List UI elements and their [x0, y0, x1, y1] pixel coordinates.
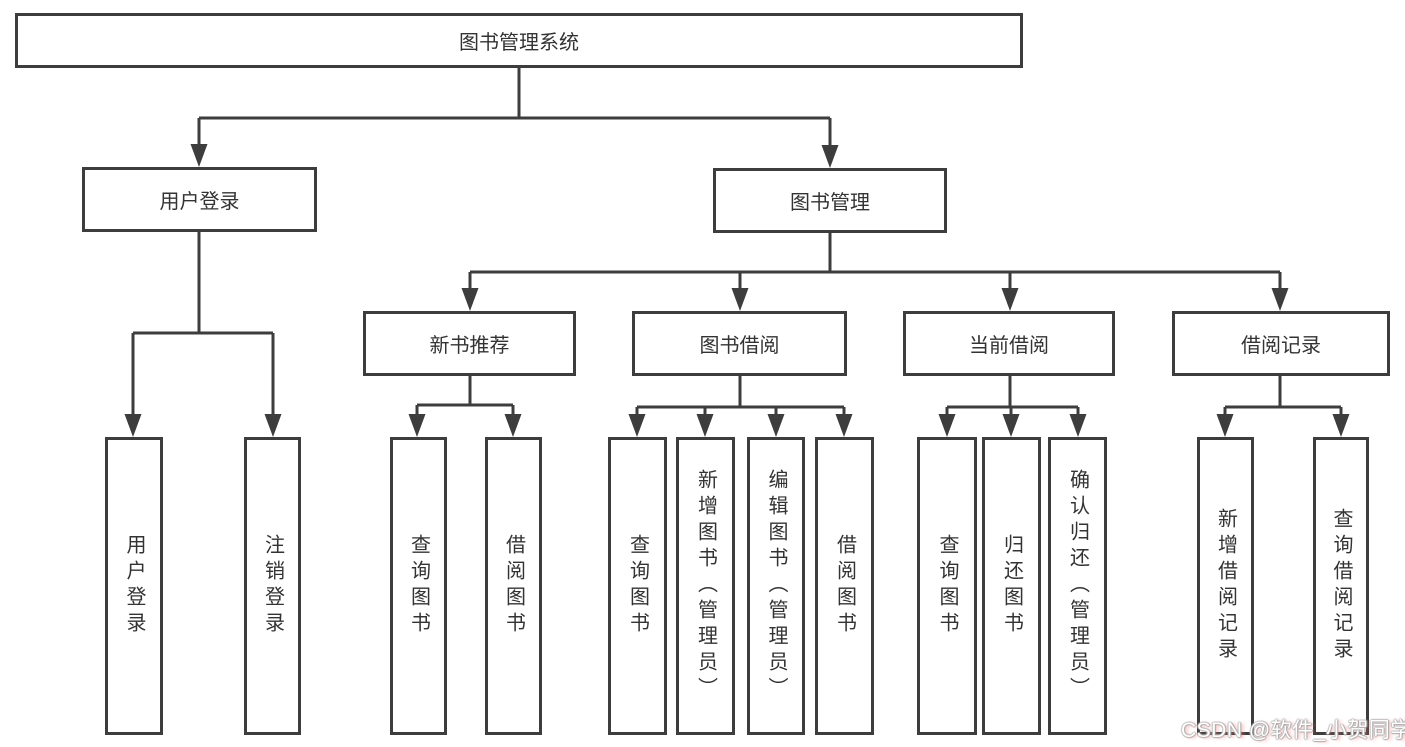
leaf-borrow-books-recommend-label: 借阅图书 [502, 534, 525, 638]
node-library-system: 图书管理系统 [15, 13, 1023, 68]
node-user-login-label: 用户登录 [159, 191, 240, 213]
leaf-query-borrow-record: 查询借阅记录 [1313, 437, 1369, 735]
leaf-borrow-books-borrowing: 借阅图书 [815, 437, 874, 735]
leaf-confirm-return-admin-label: 确认归还（管理员） [1066, 469, 1089, 703]
leaf-query-books-recommend-label: 查询图书 [407, 534, 430, 638]
leaf-add-borrow-record: 新增借阅记录 [1197, 437, 1254, 735]
node-new-book-recommend-label: 新书推荐 [429, 335, 510, 357]
leaf-query-borrow-record-label: 查询借阅记录 [1330, 508, 1352, 664]
node-new-book-recommend: 新书推荐 [363, 311, 576, 376]
leaf-borrow-books-borrowing-label: 借阅图书 [833, 534, 856, 638]
leaf-query-books-recommend: 查询图书 [390, 437, 447, 735]
leaf-query-books-current: 查询图书 [917, 437, 977, 735]
node-book-management: 图书管理 [713, 168, 947, 233]
leaf-query-books-borrowing: 查询图书 [608, 437, 667, 735]
node-borrowing-records: 借阅记录 [1172, 311, 1390, 376]
leaf-confirm-return-admin: 确认归还（管理员） [1048, 437, 1107, 735]
leaf-user-login: 用户登录 [105, 437, 163, 735]
leaf-add-borrow-record-label: 新增借阅记录 [1214, 508, 1237, 664]
csdn-watermark: CSDN @软件_小贺同学 [1181, 719, 1405, 742]
leaf-add-books-admin: 新增图书（管理员） [676, 437, 735, 735]
node-book-management-label: 图书管理 [790, 192, 870, 214]
leaf-query-books-current-label: 查询图书 [936, 534, 958, 638]
node-book-borrowing-label: 图书借阅 [699, 335, 780, 357]
leaf-user-login-label: 用户登录 [123, 534, 145, 638]
node-current-borrowing-label: 当前借阅 [969, 335, 1049, 357]
leaf-return-books-label: 归还图书 [1000, 534, 1023, 638]
leaf-add-books-admin-label: 新增图书（管理员） [694, 469, 717, 703]
leaf-borrow-books-recommend: 借阅图书 [485, 437, 542, 735]
leaf-return-books: 归还图书 [982, 437, 1041, 735]
leaf-edit-books-admin-label: 编辑图书（管理员） [765, 469, 787, 703]
node-book-borrowing: 图书借阅 [632, 311, 847, 376]
node-user-login: 用户登录 [82, 167, 317, 232]
leaf-query-books-borrowing-label: 查询图书 [626, 534, 649, 638]
leaf-edit-books-admin: 编辑图书（管理员） [747, 437, 805, 735]
node-library-system-label: 图书管理系统 [459, 32, 579, 54]
leaf-logout-login: 注销登录 [244, 437, 301, 735]
leaf-logout-login-label: 注销登录 [261, 534, 284, 638]
node-borrowing-records-label: 借阅记录 [1241, 335, 1321, 357]
arrowheads [124, 144, 1350, 437]
node-current-borrowing: 当前借阅 [903, 311, 1115, 376]
